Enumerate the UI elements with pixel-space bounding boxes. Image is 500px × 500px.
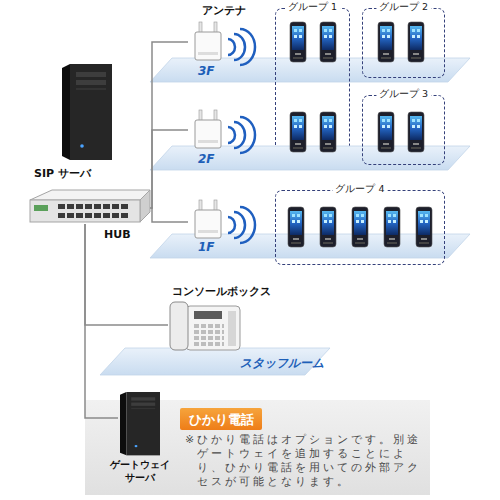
gateway-server-box: ゲートウェイ サーバ xyxy=(118,388,162,458)
console-phone xyxy=(170,302,240,350)
floor-band: 2F xyxy=(188,108,470,170)
band-shape xyxy=(150,146,470,170)
handset-symbol xyxy=(320,112,336,152)
group-label: グループ 4 xyxy=(332,183,387,196)
node-label: コンソールボックス xyxy=(172,284,271,299)
group-box: グループ 3 xyxy=(362,95,445,165)
sip-server-symbol xyxy=(62,64,112,160)
handset-symbol xyxy=(384,207,400,247)
handset-symbol xyxy=(378,112,394,152)
band-shape xyxy=(150,58,470,82)
group-label: グループ 3 xyxy=(376,88,431,101)
antenna-symbol xyxy=(195,110,255,153)
node-label: ゲートウェイ サーバ xyxy=(107,458,173,484)
floor-label: 1F xyxy=(198,240,215,254)
network-cable xyxy=(150,42,188,208)
node-label: HUB xyxy=(104,228,131,241)
part-label: アンテナ xyxy=(202,3,246,18)
handset-symbol xyxy=(378,22,394,62)
floor-label: 2F xyxy=(198,152,215,166)
handset-symbol xyxy=(290,112,306,152)
network-cable xyxy=(85,224,118,418)
group-label: グループ 1 xyxy=(285,1,340,14)
group-box: グループ 4 xyxy=(275,190,445,265)
hub-box: HUB xyxy=(28,190,150,224)
floor-band: 1F xyxy=(188,200,470,258)
network-cable xyxy=(85,224,168,325)
network-cable xyxy=(150,130,188,208)
antenna-symbol xyxy=(195,22,255,65)
handset-symbol xyxy=(416,207,432,247)
band-outline xyxy=(188,200,470,258)
band-outline xyxy=(188,20,470,82)
group-box: グループ 2 xyxy=(362,8,445,78)
node-label: ひかり電話 xyxy=(180,411,262,429)
handset-symbol xyxy=(408,112,424,152)
note-text: ※ひかり電話はオプションです。別途ゲートウェイを追加することにより、ひかり電話を… xyxy=(185,433,427,489)
floor-label: 3F xyxy=(198,64,215,78)
server-box: SIP サーバ xyxy=(30,62,120,160)
console-box: コンソールボックス xyxy=(168,284,280,352)
group-box: グループ 1 xyxy=(275,8,350,165)
group-label: グループ 2 xyxy=(376,1,431,14)
handset-symbol xyxy=(320,22,336,62)
band-shape xyxy=(100,348,330,375)
handset-symbol xyxy=(288,207,304,247)
band-outline xyxy=(188,108,470,170)
band-shape xyxy=(150,234,470,258)
handset-symbol xyxy=(290,22,306,62)
room-band: スタッフルーム xyxy=(100,348,330,376)
floor-label: スタッフルーム xyxy=(240,355,324,372)
antenna-symbol xyxy=(195,200,255,243)
floor-band: 3F xyxy=(188,20,470,82)
gateway-area: ※ひかり電話はオプションです。別途ゲートウェイを追加することにより、ひかり電話を… xyxy=(85,400,430,495)
option-badge: ひかり電話 xyxy=(180,408,262,430)
hub-switch xyxy=(30,190,150,222)
network-cable xyxy=(150,208,188,222)
handset-symbol xyxy=(408,22,424,62)
node-label: SIP サーバ xyxy=(34,166,91,181)
handset-symbol xyxy=(320,207,336,247)
gateway-server-symbol xyxy=(120,392,160,455)
handset-symbol xyxy=(352,207,368,247)
